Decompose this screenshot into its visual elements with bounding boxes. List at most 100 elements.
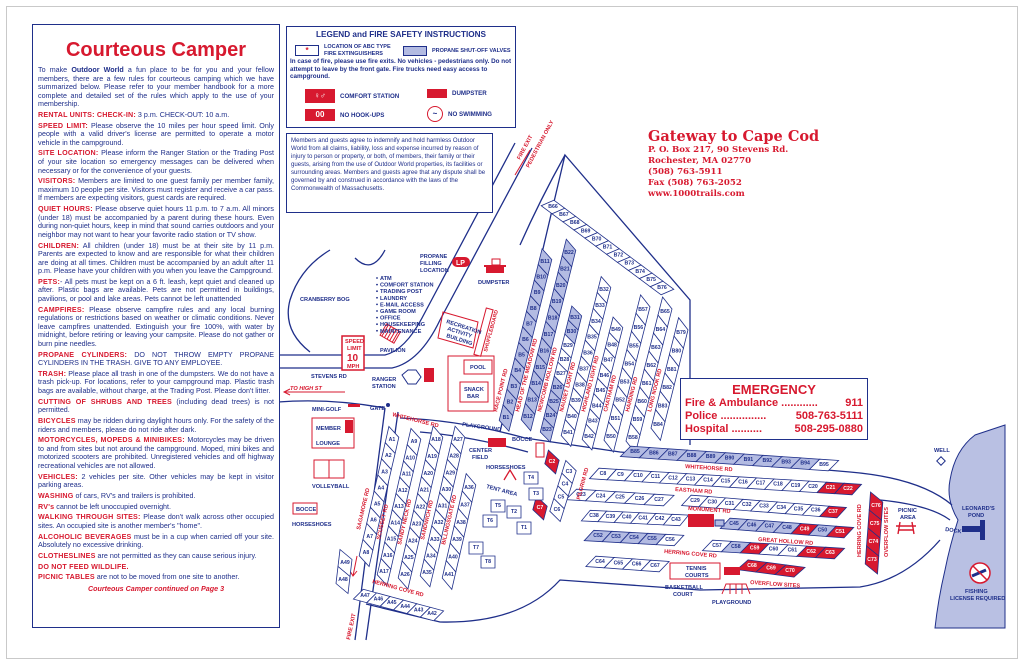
site-label: B34	[591, 319, 601, 325]
site-label: B31	[570, 315, 580, 321]
rule-text: All children (under 18) must be at their…	[38, 241, 274, 276]
emergency-row-fire: Fire & Ambulance ............911	[681, 397, 867, 410]
campsite-a26	[397, 560, 413, 590]
site-label: B65	[660, 309, 670, 315]
emergency-number: 508-763-5111	[795, 410, 863, 422]
site-label: B32	[599, 287, 609, 293]
site-label: C46	[747, 522, 757, 528]
extinguisher-icon: *	[295, 45, 319, 56]
intro-text-2: a fun place to be for you and your fello…	[38, 66, 274, 109]
fire-exit-route	[514, 149, 531, 176]
rule-heading: PROPANE CYLINDERS:	[38, 350, 128, 359]
rule-text: Please don't walk across other occupied …	[38, 513, 274, 530]
rule-item: BICYCLES may be ridden during daylight h…	[38, 417, 274, 434]
campsite-c43	[662, 513, 690, 527]
site-label: A10	[405, 455, 415, 461]
dumpster-icon	[427, 89, 447, 98]
playground-icon	[721, 583, 751, 595]
campsite-c2	[544, 449, 560, 475]
site-label: B85	[630, 449, 640, 455]
site-label: B82	[662, 385, 672, 391]
site-label: B28	[560, 357, 570, 363]
shuffleboard-court	[473, 307, 494, 357]
site-label: A41	[444, 572, 454, 578]
site-label: C26	[635, 496, 645, 502]
site-label: C24	[596, 493, 606, 499]
site-label: C34	[776, 505, 786, 511]
site-label: C45	[729, 521, 739, 527]
label-mini-golf: MINI-GOLF	[312, 407, 342, 413]
label-center: CENTER	[469, 448, 492, 454]
campsite-t5	[490, 499, 506, 513]
label-picnic: PICNIC	[898, 508, 917, 514]
site-label: B43	[588, 419, 598, 425]
site-label: B39	[571, 398, 581, 404]
site-label: A14	[390, 520, 400, 526]
site-label: C36	[811, 508, 821, 514]
site-label: C57	[712, 543, 722, 549]
site-label: B70	[592, 236, 602, 242]
campsite-t3	[528, 487, 544, 501]
campsite-b76	[649, 280, 675, 296]
rule-item: VEHICLES: 2 vehicles per site. Other veh…	[38, 473, 274, 490]
rule-item: DO NOT FEED WILDLIFE.	[38, 563, 274, 572]
bocce-court-1	[292, 502, 318, 515]
site-label: C17	[756, 481, 766, 487]
label-ranger: RANGER	[372, 377, 396, 383]
site-label: C42	[655, 516, 665, 522]
site-label: B83	[658, 404, 668, 410]
site-label: T2	[511, 509, 517, 515]
site-label: A13	[394, 504, 404, 510]
site-label: B54	[625, 361, 635, 367]
ranger-station-icon	[401, 369, 422, 385]
rule-text: Motorcycles may be driven to and from si…	[38, 436, 274, 470]
bullet	[376, 323, 378, 326]
campsite-b95	[808, 458, 840, 472]
campsite-b22	[561, 238, 577, 268]
rule-item: CAMPFIRES: Please observe campfire rules…	[38, 306, 274, 349]
site-label: C27	[654, 497, 664, 503]
label-bar: BAR	[467, 394, 479, 400]
site-label: A39	[452, 537, 462, 543]
site-label: A46	[374, 597, 384, 603]
label-horseshoes-2: HORSESHOES	[486, 465, 526, 471]
emergency-row-hospital: Hospital ..........508-295-0880	[681, 423, 867, 436]
site-label: C41	[638, 515, 648, 521]
legend-title: LEGEND and FIRE SAFETY INSTRUCTIONS	[316, 30, 486, 39]
site-label: B36	[583, 351, 593, 357]
amenity-item: LAUNDRY	[380, 296, 407, 302]
site-label: B63	[651, 345, 661, 351]
site-label: A9	[411, 439, 418, 445]
contact-info: Gateway to Cape Cod P. O. Box 217, 90 St…	[648, 128, 819, 200]
rule-text: Please place all trash in one of the dum…	[38, 369, 274, 396]
site-label: A16	[383, 553, 393, 559]
label-well: WELL	[934, 448, 950, 454]
site-label: B48	[607, 342, 617, 348]
site-label: A47	[360, 593, 370, 599]
rule-text: Members are limited to one guest family …	[38, 177, 275, 203]
rule-heading: MOTORCYCLES, MOPEDS & MINIBIKES:	[38, 436, 185, 445]
intro-brand: Outdoor World	[71, 66, 124, 74]
site-label: B91	[744, 457, 754, 463]
site-label: A28	[449, 454, 459, 460]
campsite-c27	[643, 493, 675, 507]
site-label: B93	[781, 459, 791, 465]
site-label: C33	[759, 504, 769, 510]
site-label: B4	[514, 368, 521, 374]
propane-valve-c	[714, 519, 725, 527]
site-label: B17	[544, 332, 554, 338]
label-area: AREA	[900, 515, 916, 521]
label-courts: COURTS	[685, 573, 709, 579]
site-label: A3	[381, 469, 388, 475]
site-label: B13	[527, 398, 537, 404]
site-label: C3	[566, 469, 573, 475]
site-label: B23	[542, 427, 552, 433]
label-propane: PROPANE	[420, 254, 448, 260]
rule-heading: VEHICLES:	[38, 472, 78, 481]
site-label: C55	[647, 536, 657, 542]
campsite-c51	[825, 525, 855, 539]
comfort-station-icon	[345, 420, 353, 433]
emergency-label: Fire & Ambulance ............	[685, 397, 818, 409]
site-label: B95	[819, 462, 829, 468]
